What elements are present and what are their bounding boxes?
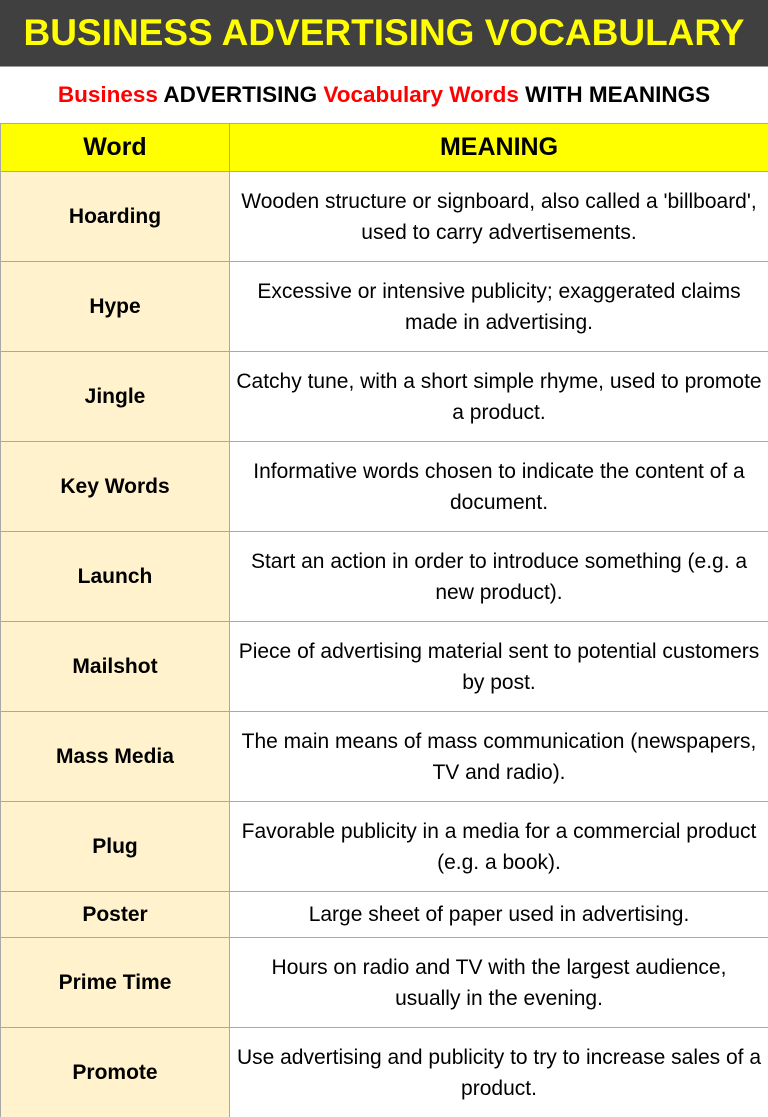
table-row: Poster Large sheet of paper used in adve… — [0, 891, 768, 938]
meaning-cell: Wooden structure or signboard, also call… — [229, 171, 768, 262]
table-row: Hoarding Wooden structure or signboard, … — [0, 171, 768, 262]
meaning-cell: Start an action in order to introduce so… — [229, 531, 768, 622]
table-row: Hype Excessive or intensive publicity; e… — [0, 261, 768, 352]
meaning-cell: Large sheet of paper used in advertising… — [229, 891, 768, 938]
page-title: BUSINESS ADVERTISING VOCABULARY — [23, 12, 745, 53]
table-row: Prime Time Hours on radio and TV with th… — [0, 937, 768, 1028]
meaning-cell: Hours on radio and TV with the largest a… — [229, 937, 768, 1028]
meaning-cell: Informative words chosen to indicate the… — [229, 441, 768, 532]
word-cell: Hoarding — [0, 171, 230, 262]
meaning-cell: The main means of mass communication (ne… — [229, 711, 768, 802]
word-cell: Mailshot — [0, 621, 230, 712]
subtitle-part-vocabulary-words: Vocabulary Words — [323, 82, 519, 107]
word-cell: Plug — [0, 801, 230, 892]
table-row: Mass Media The main means of mass commun… — [0, 711, 768, 802]
word-cell: Promote — [0, 1027, 230, 1117]
page-title-banner: BUSINESS ADVERTISING VOCABULARY — [0, 0, 768, 67]
word-cell: Key Words — [0, 441, 230, 532]
word-cell: Launch — [0, 531, 230, 622]
meaning-cell: Favorable publicity in a media for a com… — [229, 801, 768, 892]
meaning-cell: Catchy tune, with a short simple rhyme, … — [229, 351, 768, 442]
table-row: Mailshot Piece of advertising material s… — [0, 621, 768, 712]
table-row: Key Words Informative words chosen to in… — [0, 441, 768, 532]
subtitle: Business ADVERTISING Vocabulary Words WI… — [0, 67, 768, 123]
table-row: Promote Use advertising and publicity to… — [0, 1027, 768, 1117]
column-header-meaning: MEANING — [229, 123, 768, 172]
vocabulary-table: Word MEANING Hoarding Wooden structure o… — [0, 123, 768, 1117]
word-cell: Mass Media — [0, 711, 230, 802]
meaning-cell: Excessive or intensive publicity; exagge… — [229, 261, 768, 352]
meaning-cell: Use advertising and publicity to try to … — [229, 1027, 768, 1117]
subtitle-part-business: Business — [57, 82, 158, 107]
column-header-word: Word — [0, 123, 230, 172]
meaning-cell: Piece of advertising material sent to po… — [229, 621, 768, 712]
subtitle-part-advertising: ADVERTISING — [157, 82, 324, 107]
word-cell: Hype — [0, 261, 230, 352]
word-cell: Poster — [0, 891, 230, 938]
table-row: Launch Start an action in order to intro… — [0, 531, 768, 622]
table-row: Jingle Catchy tune, with a short simple … — [0, 351, 768, 442]
word-cell: Prime Time — [0, 937, 230, 1028]
subtitle-part-with-meanings: WITH MEANINGS — [518, 82, 711, 107]
table-row: Plug Favorable publicity in a media for … — [0, 801, 768, 892]
word-cell: Jingle — [0, 351, 230, 442]
table-header-row: Word MEANING — [0, 123, 768, 172]
